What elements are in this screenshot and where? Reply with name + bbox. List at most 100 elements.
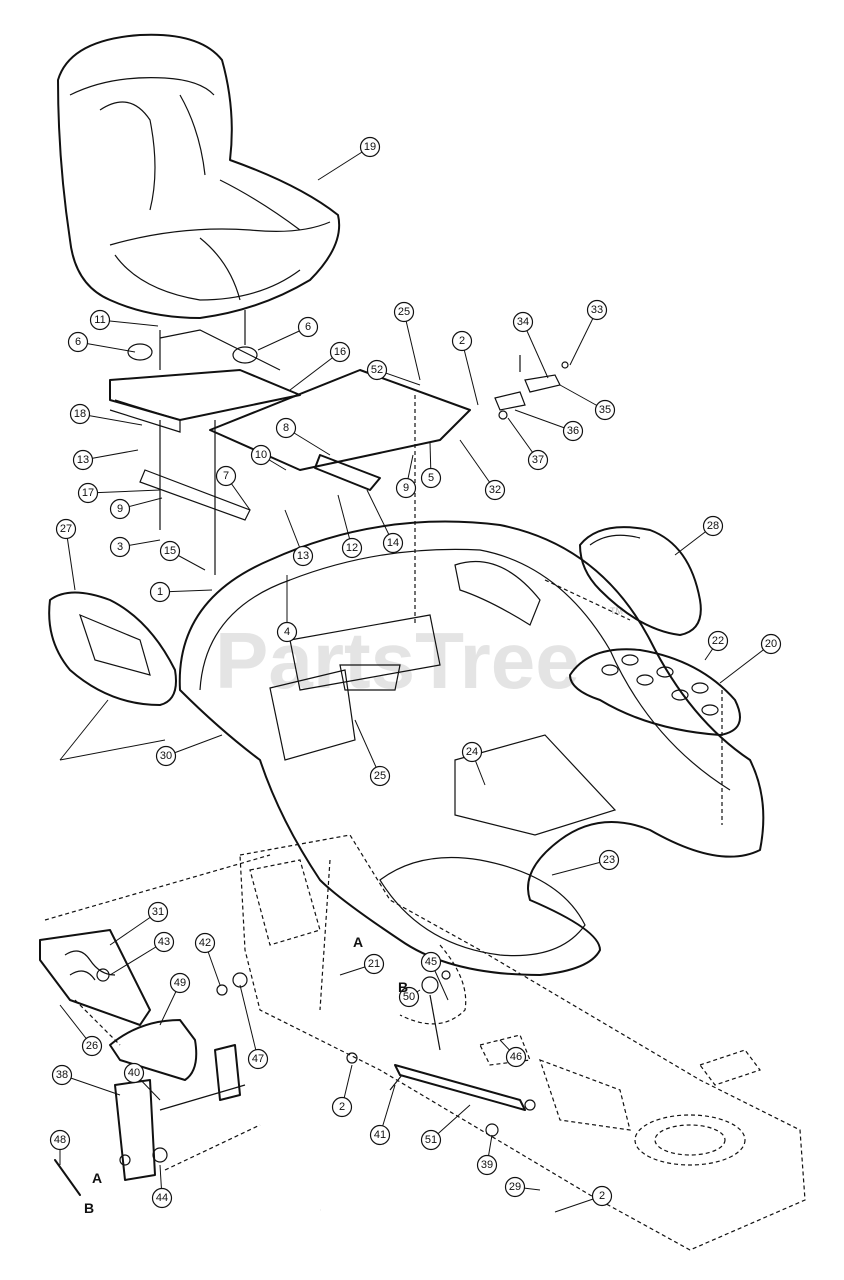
callout-number: 50 — [403, 991, 415, 1003]
callout-circle — [155, 745, 177, 767]
callout-circle — [461, 741, 483, 763]
callout-circle — [398, 986, 420, 1008]
callout-11: 11 — [89, 309, 159, 331]
callout-circle — [484, 479, 506, 501]
callout-number: 47 — [252, 1053, 264, 1065]
callout-27: 27 — [55, 518, 77, 591]
callout-number: 16 — [334, 346, 346, 358]
callout-number: 30 — [160, 750, 172, 762]
callout-circle — [123, 1062, 145, 1084]
latch-hardware-drawing — [494, 355, 569, 420]
callout-42: 42 — [194, 932, 221, 986]
callout-number: 25 — [398, 306, 410, 318]
callout-leader-line — [522, 321, 549, 379]
callout-circle — [505, 1046, 527, 1068]
callout-number: 24 — [466, 746, 478, 758]
reference-letter-b: B — [398, 979, 408, 995]
callout-circle — [109, 498, 131, 520]
callout-number: 33 — [591, 304, 603, 316]
callout-circle — [51, 1064, 73, 1086]
callout-circle — [215, 465, 237, 487]
callout-leader-line — [461, 340, 479, 406]
callout-leader-line — [239, 984, 259, 1060]
callout-circle — [247, 1048, 269, 1070]
callout-circle — [67, 331, 89, 353]
callout-44: 44 — [151, 1164, 173, 1209]
callout-number: 46 — [510, 1051, 522, 1063]
callout-leader-line — [317, 146, 371, 181]
callout-22: 22 — [704, 630, 729, 661]
callout-number: 4 — [284, 626, 290, 638]
callout-number: 20 — [765, 638, 777, 650]
callout-number: 35 — [599, 404, 611, 416]
shift-assembly-drawing — [39, 929, 246, 1196]
callout-4: 4 — [276, 575, 298, 643]
callout-circle — [297, 316, 319, 338]
callout-number: 44 — [156, 1192, 168, 1204]
callout-number: 29 — [509, 1181, 521, 1193]
callout-circle — [369, 1124, 391, 1146]
callout-leader-line — [459, 439, 496, 491]
callout-circle — [153, 931, 175, 953]
reference-letter-a: A — [92, 1170, 102, 1186]
callout-number: 10 — [255, 449, 267, 461]
callout-36: 36 — [514, 409, 584, 442]
callout-number: 9 — [403, 482, 409, 494]
callout-circle — [707, 630, 729, 652]
callout-13: 13 — [284, 509, 314, 567]
callout-circle — [702, 515, 724, 537]
callout-number: 45 — [425, 956, 437, 968]
callout-circle — [393, 301, 415, 323]
callout-2: 2 — [554, 1185, 613, 1213]
callout-46: 46 — [499, 1039, 527, 1068]
callout-number: 32 — [489, 484, 501, 496]
callout-number: 17 — [82, 487, 94, 499]
callout-circle — [359, 136, 381, 158]
callout-leader-line — [354, 719, 381, 777]
callout-13: 13 — [72, 449, 139, 471]
callout-circle — [369, 765, 391, 787]
callout-15: 15 — [159, 540, 206, 571]
callout-circle — [420, 1129, 442, 1151]
callout-number: 40 — [128, 1067, 140, 1079]
callout-number: 19 — [364, 141, 376, 153]
callout-19: 19 — [317, 136, 381, 181]
callout-circle — [760, 633, 782, 655]
callout-12: 12 — [337, 494, 363, 559]
fender-drawing — [178, 520, 765, 976]
reference-lines — [44, 395, 631, 1171]
callout-circle — [586, 299, 608, 321]
callout-8: 8 — [275, 417, 331, 456]
callout-number: 42 — [199, 937, 211, 949]
callout-35: 35 — [559, 384, 616, 421]
callout-number: 23 — [603, 854, 615, 866]
callout-number: 12 — [346, 542, 358, 554]
callout-number: 27 — [60, 523, 72, 535]
callout-number: 25 — [374, 770, 386, 782]
callout-10: 10 — [250, 444, 287, 471]
callout-3: 3 — [109, 536, 161, 558]
callout-28: 28 — [674, 515, 724, 556]
callout-leader-line — [514, 409, 574, 432]
callout-circle — [512, 311, 534, 333]
callout-32: 32 — [459, 439, 506, 501]
callout-number: 22 — [712, 635, 724, 647]
callout-41: 41 — [369, 1084, 396, 1146]
callout-leader-line — [403, 311, 421, 381]
callout-number: 49 — [174, 977, 186, 989]
callout-leader-line — [719, 643, 772, 684]
callout-26: 26 — [59, 1004, 103, 1057]
callout-9: 9 — [395, 454, 417, 499]
callout-leader-line — [289, 351, 341, 391]
callout-circle — [49, 1129, 71, 1151]
callout-number: 2 — [339, 1101, 345, 1113]
callout-number: 36 — [567, 425, 579, 437]
watermark-tm: TM — [610, 606, 623, 616]
callout-49: 49 — [159, 972, 191, 1026]
callout-number: 28 — [707, 520, 719, 532]
callout-number: 2 — [599, 1190, 605, 1202]
callout-circle — [476, 1154, 498, 1176]
callout-circle — [89, 309, 111, 331]
